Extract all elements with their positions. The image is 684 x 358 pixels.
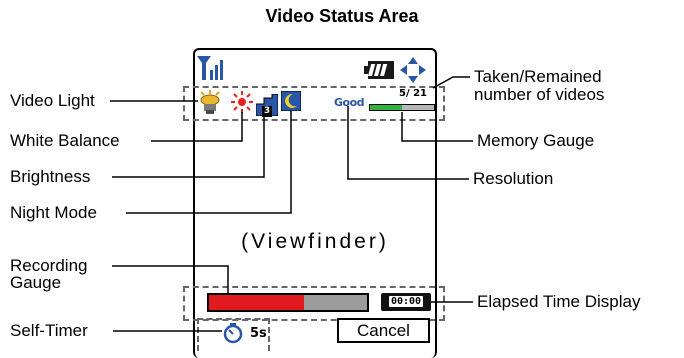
self-timer-icon bbox=[223, 323, 243, 344]
elapsed-time-display: 00:00 bbox=[381, 293, 431, 311]
status-area-top bbox=[183, 86, 445, 121]
navigation-arrows-icon bbox=[400, 57, 426, 83]
label-recording-gauge-line1: Recording bbox=[10, 256, 88, 275]
label-resolution: Resolution bbox=[473, 169, 554, 188]
video-count: 5/ 21 bbox=[399, 88, 428, 99]
brightness-icon: 3 bbox=[256, 94, 278, 117]
white-balance-icon bbox=[231, 91, 253, 113]
label-brightness: Brightness bbox=[10, 167, 91, 186]
recording-gauge-fill bbox=[209, 295, 304, 310]
recording-gauge bbox=[207, 293, 369, 312]
self-timer-area bbox=[197, 318, 270, 351]
resolution-value: Good bbox=[334, 96, 365, 109]
memory-gauge bbox=[369, 104, 435, 111]
label-taken-remained-line2: number of videos bbox=[474, 85, 605, 104]
brightness-level: 3 bbox=[262, 106, 272, 117]
memory-gauge-fill bbox=[370, 105, 402, 110]
label-taken-remained-line1: Taken/Remained bbox=[474, 67, 602, 86]
video-light-icon bbox=[200, 90, 220, 114]
self-timer-value: 5s bbox=[250, 326, 267, 341]
viewfinder-label: (Viewfinder) bbox=[241, 230, 389, 253]
status-area-bottom bbox=[183, 286, 445, 321]
night-mode-icon bbox=[281, 91, 301, 111]
battery-icon bbox=[364, 61, 394, 79]
elapsed-time-value: 00:00 bbox=[388, 296, 424, 307]
label-elapsed-time-display: Elapsed Time Display bbox=[477, 292, 641, 311]
label-white-balance: White Balance bbox=[10, 131, 120, 150]
label-memory-gauge: Memory Gauge bbox=[477, 131, 595, 150]
cancel-button[interactable]: Cancel bbox=[337, 318, 430, 343]
label-night-mode: Night Mode bbox=[10, 203, 97, 222]
diagram-title: Video Status Area bbox=[265, 6, 419, 26]
signal-strength-icon bbox=[197, 56, 223, 80]
label-video-light: Video Light bbox=[10, 91, 95, 110]
label-self-timer: Self-Timer bbox=[10, 321, 88, 340]
label-recording-gauge-line2: Gauge bbox=[10, 273, 62, 292]
